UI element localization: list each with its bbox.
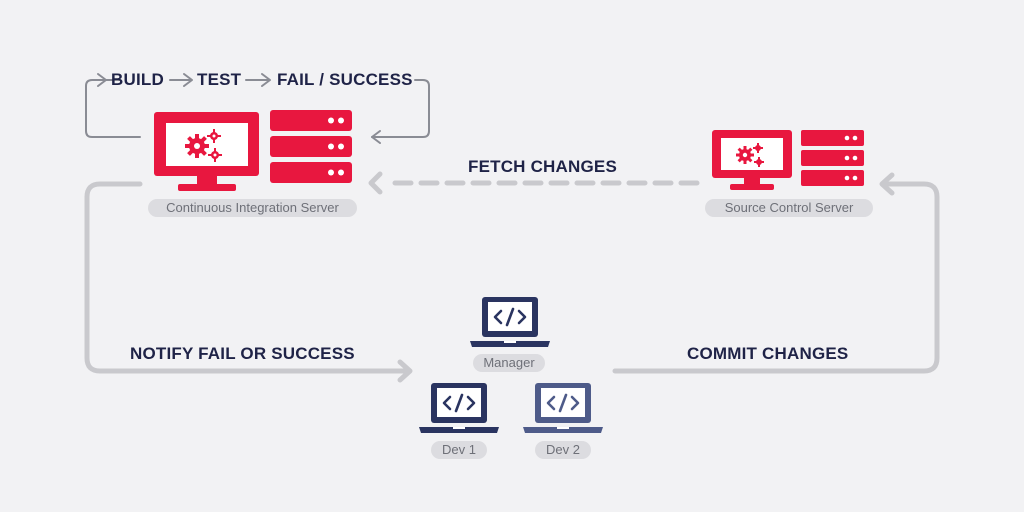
ci-server-rack-icon bbox=[270, 110, 352, 183]
notify-label: NOTIFY FAIL OR SUCCESS bbox=[130, 344, 355, 363]
source-server-rack-icon bbox=[801, 130, 864, 186]
dev2-laptop-icon bbox=[523, 383, 603, 433]
pipeline-loop-arrow bbox=[85, 73, 430, 144]
source-server-label: Source Control Server bbox=[705, 199, 873, 217]
manager-laptop-icon bbox=[470, 297, 550, 347]
commit-arrow bbox=[612, 172, 940, 374]
dev1-label: Dev 1 bbox=[431, 441, 487, 459]
ci-monitor-icon bbox=[154, 112, 259, 191]
source-monitor-icon bbox=[712, 130, 792, 190]
result-label: FAIL / SUCCESS bbox=[277, 70, 413, 89]
commit-label: COMMIT CHANGES bbox=[687, 344, 849, 363]
build-to-test-arrow bbox=[169, 73, 193, 87]
manager-label: Manager bbox=[473, 354, 545, 372]
notify-arrow bbox=[84, 181, 413, 383]
test-label: TEST bbox=[197, 70, 242, 89]
ci-server-label: Continuous Integration Server bbox=[148, 199, 357, 217]
fetch-changes-label: FETCH CHANGES bbox=[468, 157, 617, 176]
test-to-result-arrow bbox=[245, 73, 271, 87]
dev1-laptop-icon bbox=[419, 383, 499, 433]
dev2-label: Dev 2 bbox=[535, 441, 591, 459]
build-label: BUILD bbox=[111, 70, 164, 89]
fetch-changes-arrow bbox=[368, 171, 700, 195]
